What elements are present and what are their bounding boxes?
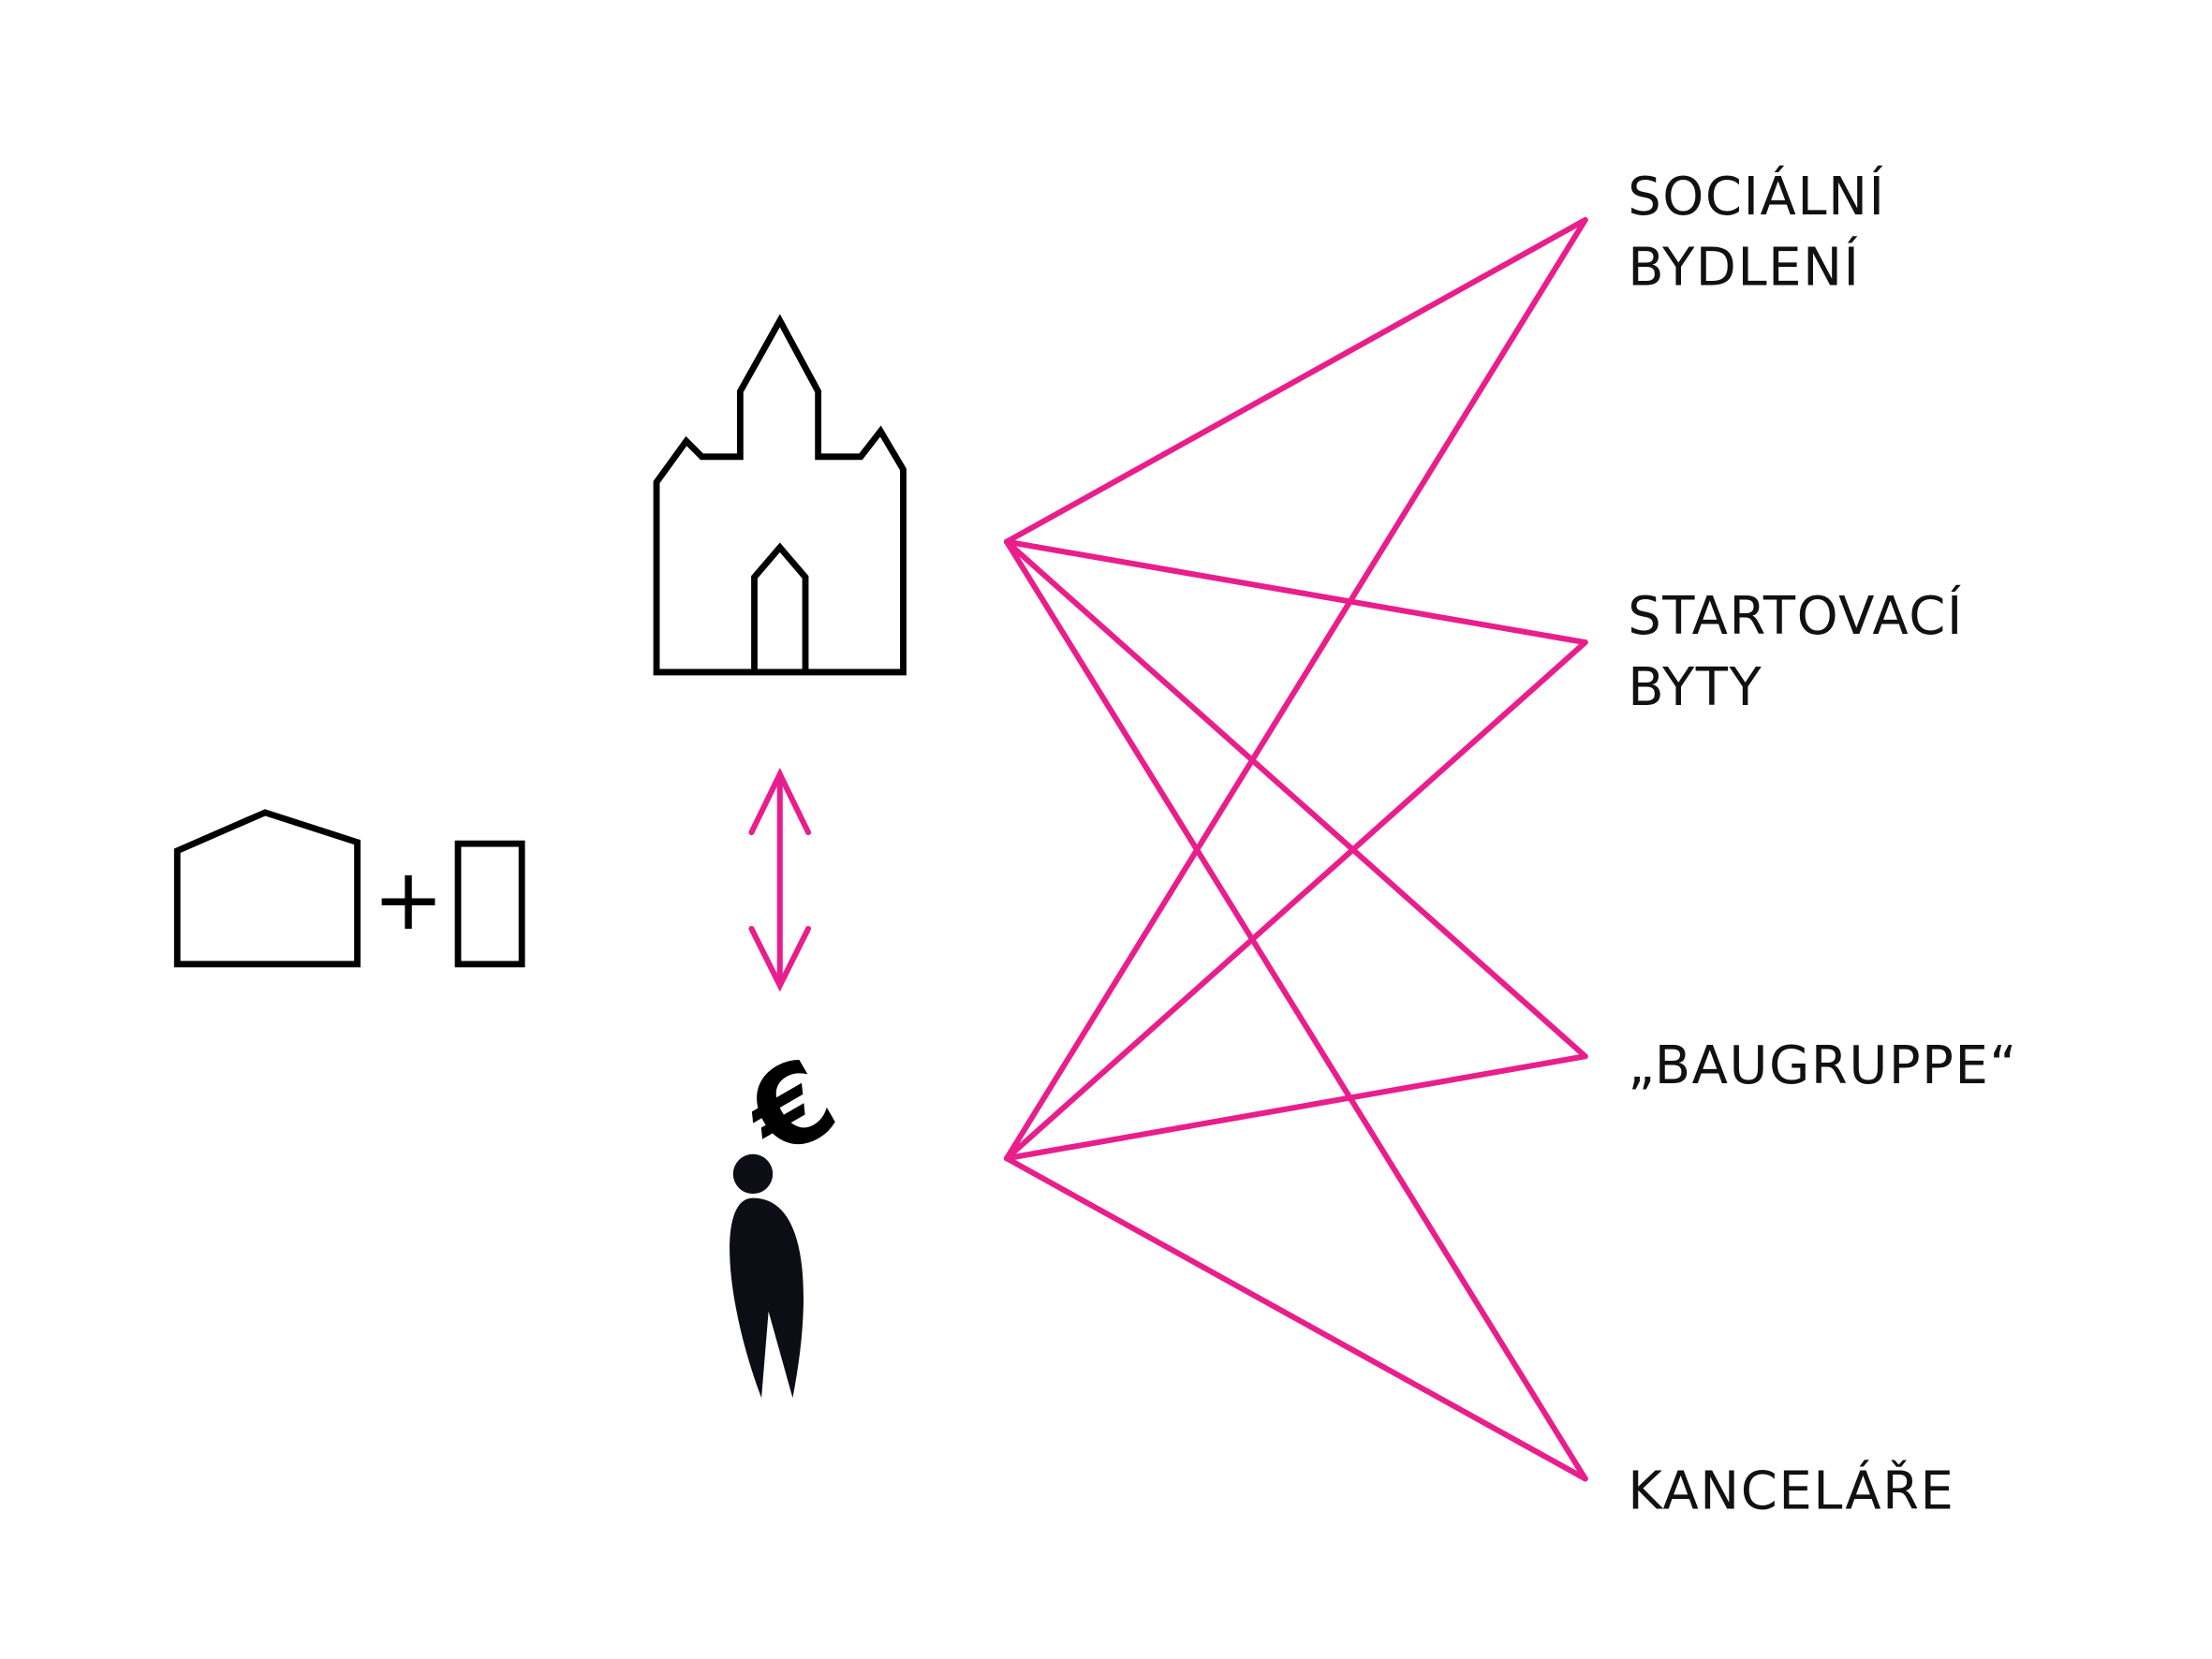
target-baugruppe: „BAUGRUPPE“: [1628, 1035, 2018, 1096]
label-line: „BAUGRUPPE“: [1628, 1035, 2018, 1096]
label-line: KANCELÁŘE: [1628, 1458, 1954, 1521]
target-offices: KANCELÁŘE: [1628, 1458, 1954, 1521]
plus-sign: +: [373, 851, 444, 949]
label-line: SOCIÁLNÍ: [1628, 164, 1885, 228]
building-plot-icon: [454, 840, 525, 968]
person-with-euro-icon: €: [723, 1033, 857, 1399]
target-social-housing: SOCIÁLNÍ BYDLENÍ: [1628, 164, 1885, 299]
line-church-social: [1003, 216, 1588, 545]
line-investor-baugruppe: [1003, 1053, 1588, 1162]
line-investor-offices: [1003, 1155, 1588, 1482]
house-icon: [173, 809, 361, 968]
label-line: BYDLENÍ: [1628, 235, 1860, 299]
line-church-startup: [1003, 538, 1588, 646]
line-investor-social: [1003, 216, 1588, 1162]
line-church-baugruppe: [1003, 538, 1588, 1060]
double-arrow-icon: [748, 768, 812, 992]
label-line: BYTY: [1628, 657, 1762, 718]
church-icon: [653, 314, 907, 676]
connector-lines: [1003, 216, 1588, 1482]
label-line: STARTOVACÍ: [1628, 583, 1964, 647]
line-church-offices: [1003, 538, 1588, 1482]
line-investor-startup: [1003, 639, 1588, 1162]
target-starter-flats: STARTOVACÍ BYTY: [1628, 583, 1964, 718]
